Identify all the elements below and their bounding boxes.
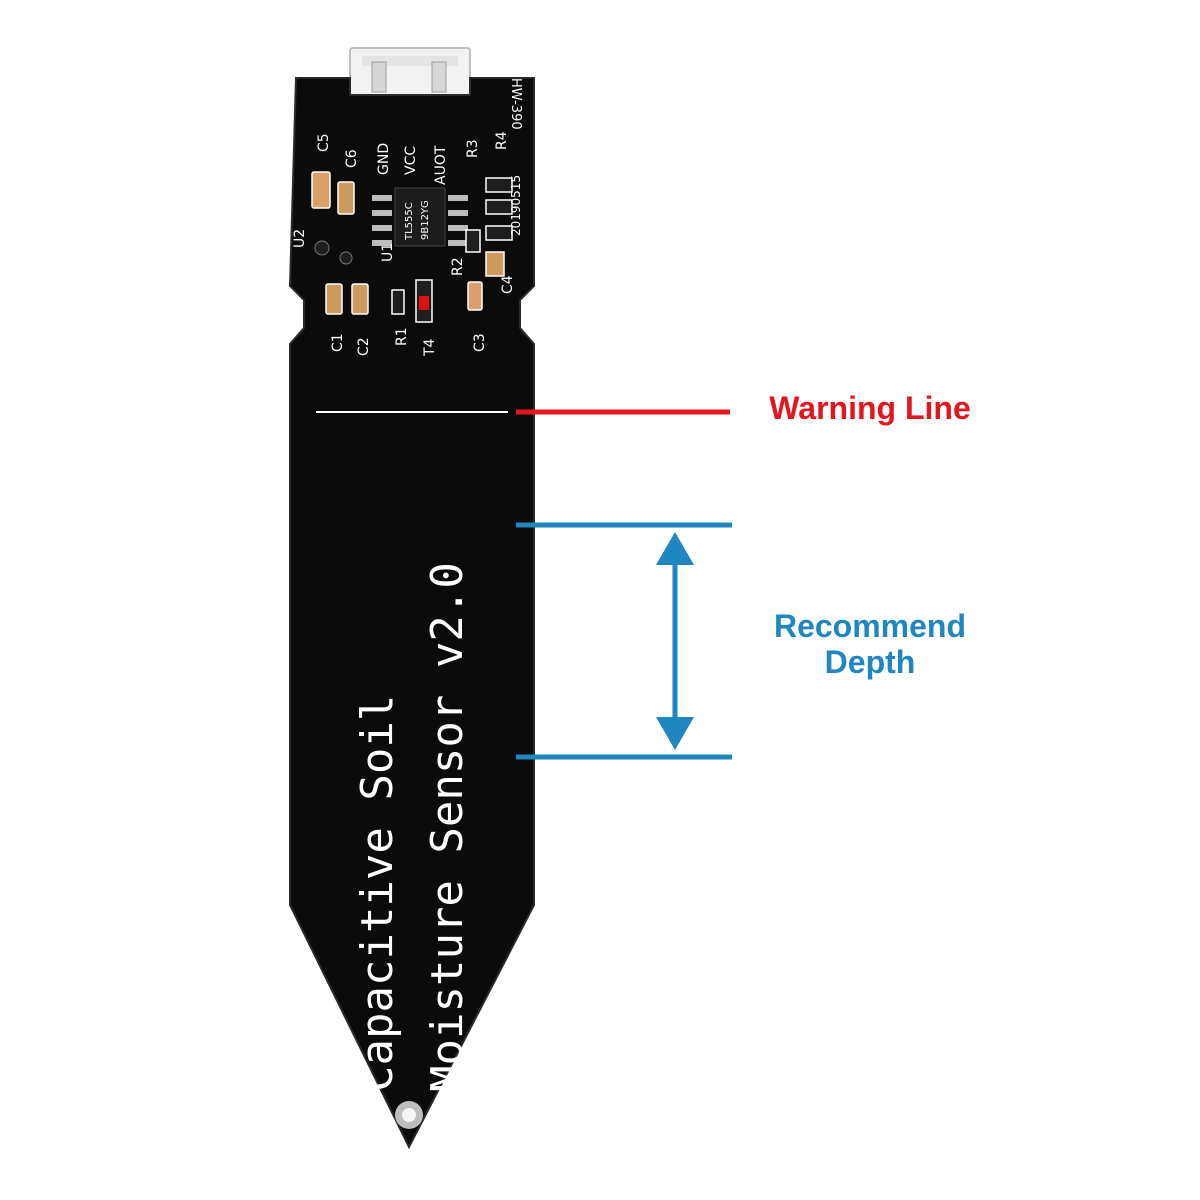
label-c5: C5 — [316, 133, 332, 152]
label-r3: R3 — [465, 139, 481, 158]
chip-marking-2: 9B12YG — [420, 200, 431, 240]
label-pin-gnd: GND — [376, 143, 392, 175]
depth-label-line1: Recommend — [773, 608, 967, 644]
board-title-line2: Moisture Sensor v2.0 — [422, 562, 473, 1092]
label-c3: C3 — [472, 333, 488, 352]
label-c2: C2 — [356, 337, 372, 356]
warning-label-text: Warning Line — [769, 390, 971, 426]
pcb-board — [288, 77, 535, 1150]
depth-label: Recommend Depth — [720, 608, 1020, 680]
label-c1: C1 — [330, 333, 346, 352]
board-title-line1: Capacitive Soil — [352, 695, 403, 1092]
label-r4: R4 — [494, 131, 510, 150]
label-r2: R2 — [450, 257, 466, 276]
label-model: HW-390 — [508, 78, 523, 130]
depth-label-line2: Depth — [824, 644, 916, 680]
label-c6: C6 — [344, 149, 360, 168]
label-u1: U1 — [380, 243, 396, 262]
label-pin-aout: AUOT — [433, 145, 449, 185]
label-u2: U2 — [292, 229, 308, 248]
smd-components — [311, 171, 513, 323]
label-t4: T4 — [422, 338, 438, 357]
warning-label: Warning Line — [720, 390, 1020, 426]
depth-arrow — [656, 532, 694, 750]
label-r1: R1 — [394, 327, 410, 346]
label-pin-vcc: VCC — [403, 146, 419, 175]
mounting-hole — [395, 1101, 423, 1129]
label-date-code: 20190515 — [509, 175, 523, 236]
label-c4: C4 — [500, 275, 516, 294]
chip-marking-1: TL555C — [404, 202, 415, 241]
